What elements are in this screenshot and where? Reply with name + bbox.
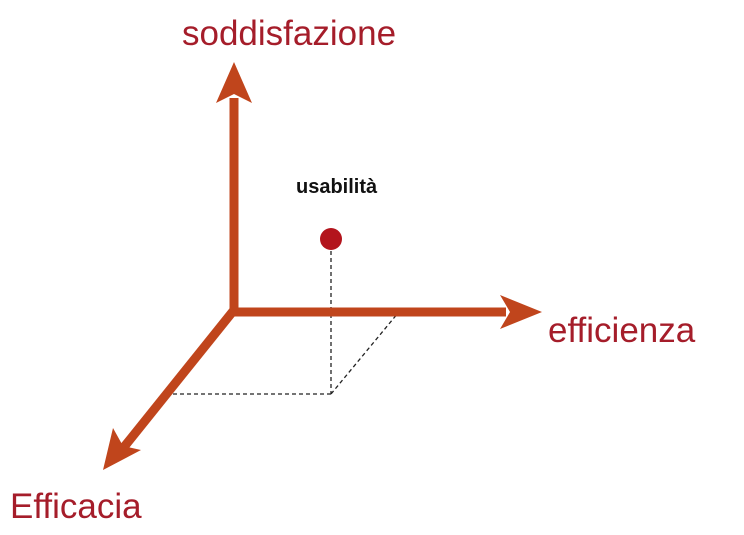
- y-axis-arrowhead: [216, 62, 252, 103]
- projection-lines: [172, 244, 399, 395]
- x-axis-arrowhead: [500, 295, 542, 329]
- point-label: usabilità: [296, 176, 378, 198]
- usability-point: [320, 228, 342, 250]
- axes: [103, 62, 542, 470]
- z-axis-line: [120, 307, 238, 450]
- projection-line-to-x: [330, 312, 399, 395]
- y-axis-label: soddisfazione: [182, 14, 397, 53]
- x-axis-label: efficienza: [548, 311, 696, 350]
- z-axis-arrowhead: [103, 428, 141, 470]
- z-axis-label: Efficacia: [10, 487, 142, 526]
